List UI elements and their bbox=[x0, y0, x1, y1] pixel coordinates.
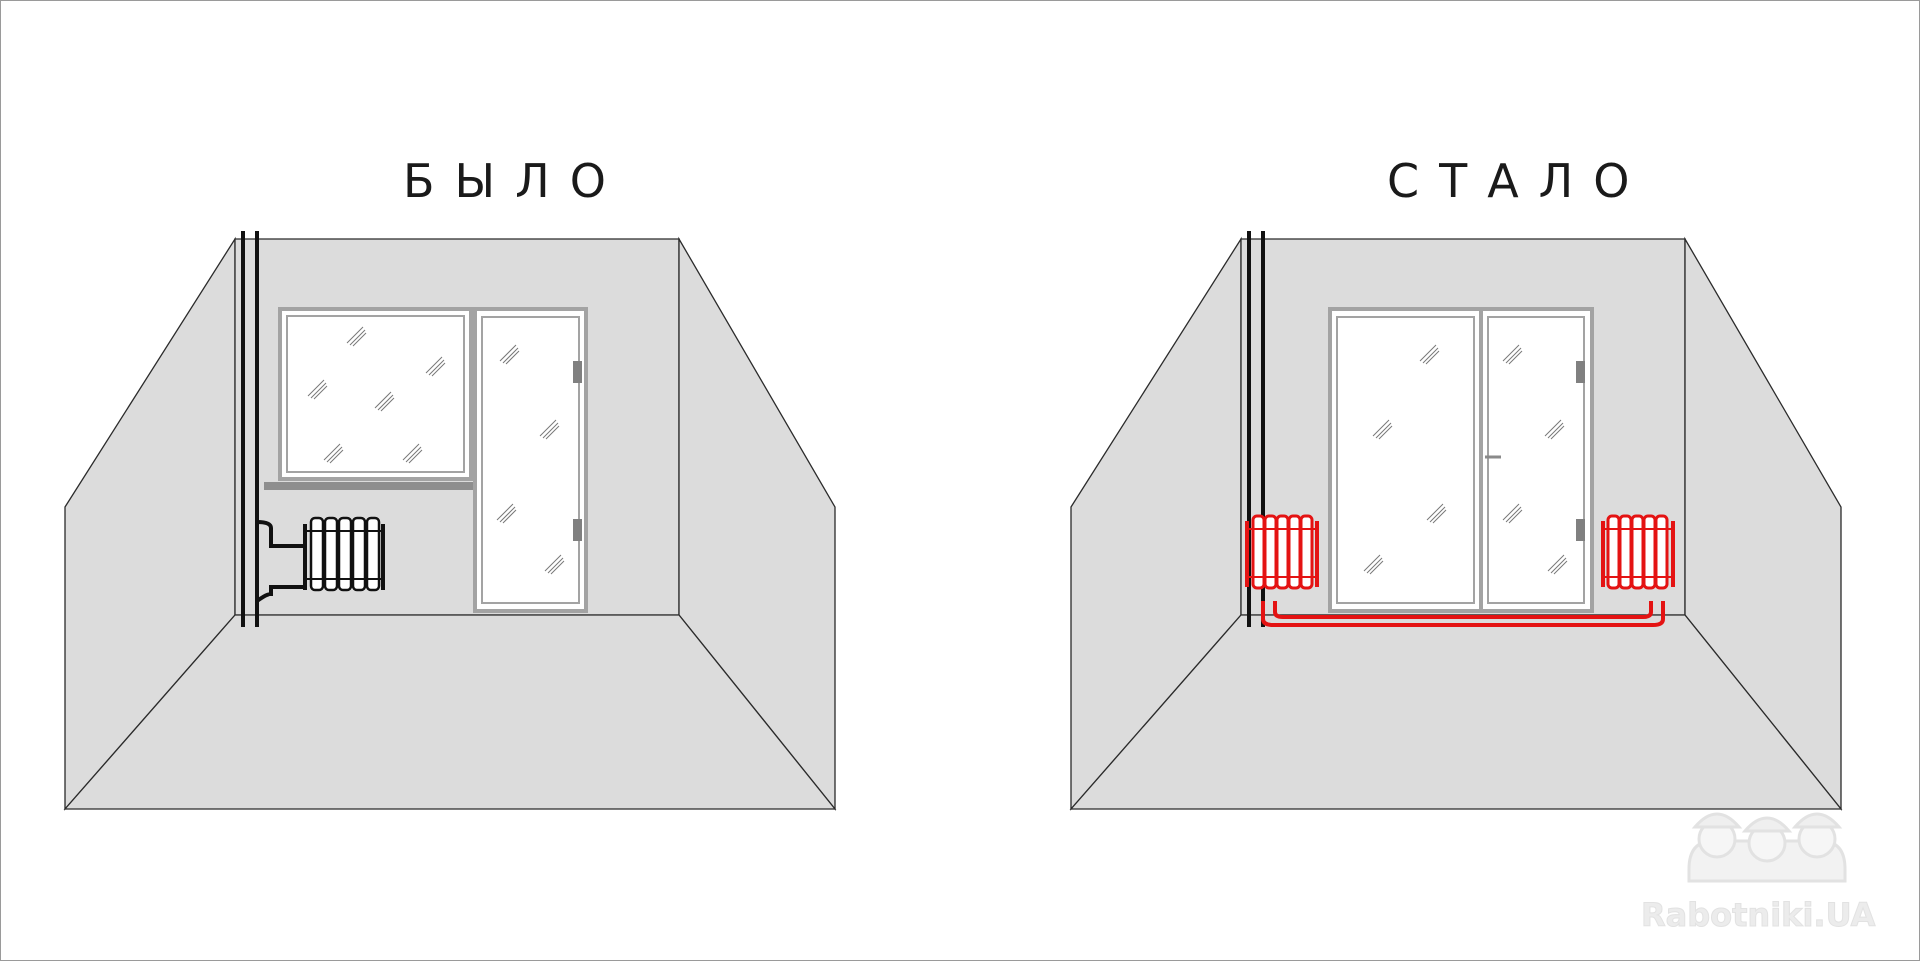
door-hinge bbox=[1576, 361, 1585, 383]
balcony-door-before bbox=[473, 307, 588, 613]
door-hinge bbox=[1576, 519, 1585, 541]
watermark: Rabotniki.UA bbox=[1641, 812, 1876, 935]
room-after bbox=[1069, 231, 1843, 811]
panel-title-after: СТАЛО bbox=[1387, 154, 1650, 208]
radiator-right-after bbox=[1601, 514, 1675, 590]
panoramic-doors-after bbox=[1328, 307, 1594, 613]
door-hinge bbox=[573, 519, 582, 541]
new-heating-after bbox=[1245, 514, 1675, 627]
watermark-text: Rabotniki.UA bbox=[1641, 896, 1876, 934]
window-before bbox=[264, 307, 497, 490]
window-sill bbox=[264, 482, 476, 490]
panel-title-before: БЫЛО bbox=[403, 154, 626, 208]
floor-heating-pipe bbox=[1261, 601, 1665, 627]
floor bbox=[63, 614, 837, 810]
door-hinge bbox=[573, 361, 582, 383]
radiator-left-after bbox=[1245, 514, 1319, 590]
room-before bbox=[63, 231, 837, 811]
riser-pipes-before bbox=[241, 231, 305, 627]
three-workers-helmet-icon bbox=[1687, 812, 1847, 883]
radiator-before bbox=[303, 516, 385, 592]
